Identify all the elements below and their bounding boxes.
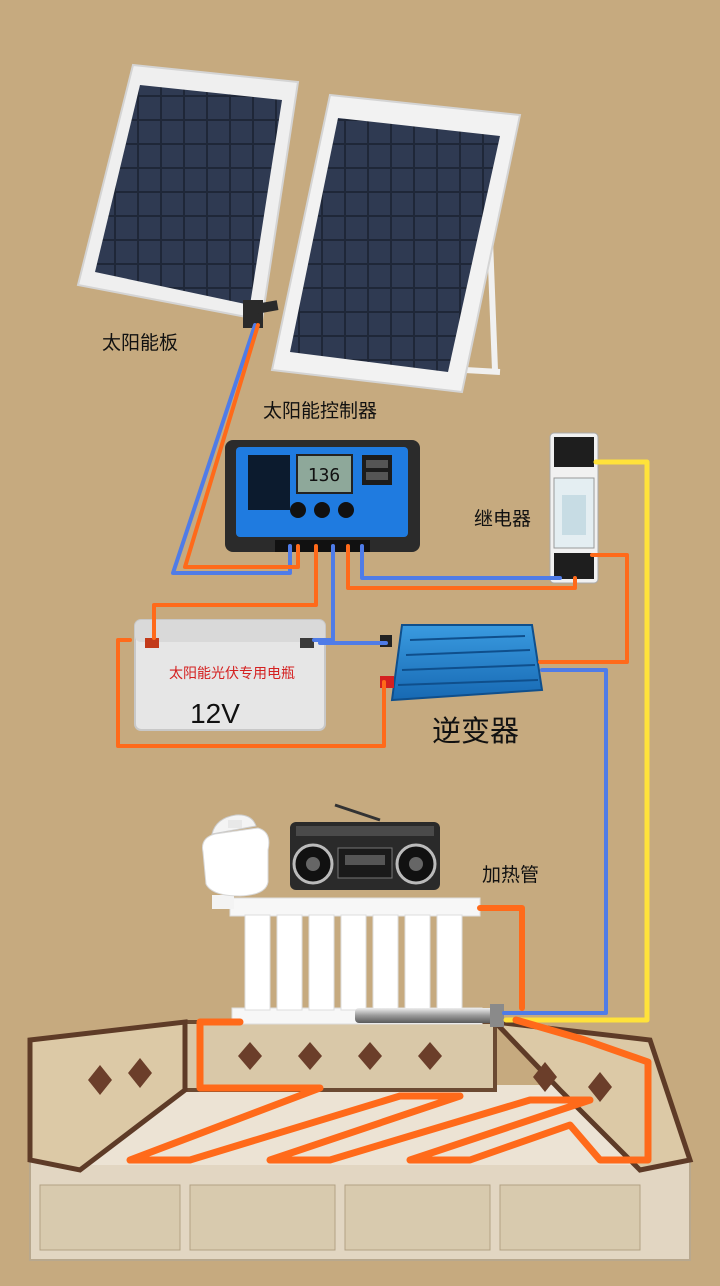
wire-solar-orange — [183, 323, 300, 569]
battery-voltage-label: 12V — [190, 698, 240, 729]
solar-panel-icon — [76, 63, 522, 394]
heating-tube-icon — [355, 1004, 504, 1027]
wire-relay-orange — [346, 544, 577, 590]
battery-icon — [134, 619, 326, 731]
heating-tube-label: 加热管 — [482, 864, 540, 886]
controller-display-text: 136 — [308, 465, 341, 486]
wire-floor-heating — [126, 1016, 652, 1164]
wire-battery-blue — [312, 544, 335, 642]
radio-icon — [290, 803, 440, 890]
rice-cooker-icon — [202, 814, 270, 897]
wire-inverter-relay-orange — [538, 553, 629, 664]
wire-inverter-orange — [116, 638, 386, 748]
solar-panel-label: 太阳能板 — [102, 332, 179, 354]
wire-relay-blue — [360, 544, 562, 580]
relay-icon — [549, 432, 599, 584]
inverter-label: 逆变器 — [432, 714, 520, 748]
wire-heater-blue — [502, 668, 608, 1015]
wire-radiator-orange — [477, 905, 525, 1011]
controller-label: 太阳能控制器 — [263, 400, 378, 422]
relay-label: 继电器 — [474, 508, 532, 530]
wire-heater-yellow — [503, 459, 650, 1023]
controller-icon — [225, 440, 420, 552]
inverter-icon — [380, 624, 544, 702]
wire-battery-orange — [152, 544, 318, 640]
battery-label: 太阳能光伏专用电瓶 — [169, 666, 295, 682]
bed-icon — [27, 1018, 694, 1261]
radiator-icon — [212, 895, 483, 1025]
wire-solar-blue — [171, 323, 292, 575]
